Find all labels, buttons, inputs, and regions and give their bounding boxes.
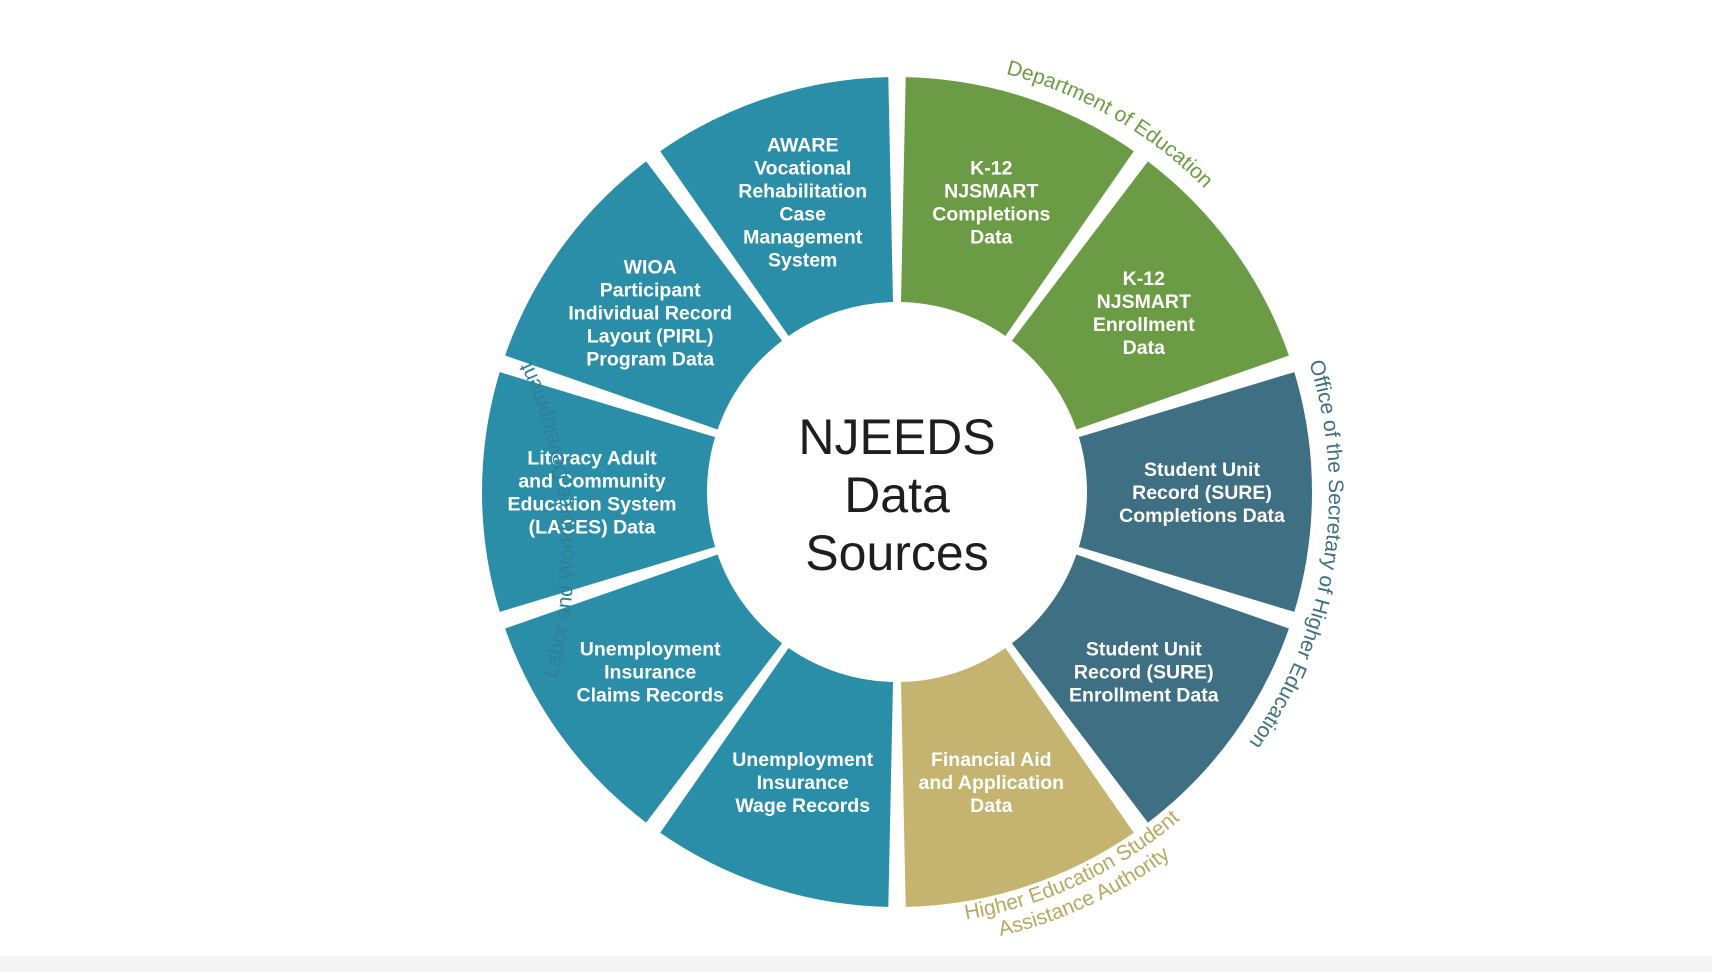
segment-laces-label-line-3: Education System <box>507 494 676 516</box>
segment-aware-label-line-1: AWARE <box>767 134 839 156</box>
segment-financial-aid-shape <box>901 648 1134 907</box>
segment-k12-enrollment-label-line-3: Enrollment <box>1093 314 1195 336</box>
segment-k12-enrollment-label-line-4: Data <box>1123 337 1165 359</box>
segment-ui-wage-label-line-2: Insurance <box>757 772 849 794</box>
segment-k12-completions-label-line-4: Data <box>970 226 1012 248</box>
segment-sure-enrollment-label-line-3: Enrollment Data <box>1069 684 1219 706</box>
segment-aware-label-line-5: Management <box>743 226 863 248</box>
segment-laces-shape <box>482 372 716 612</box>
segment-wioa-pirl-shape <box>505 161 783 430</box>
segment-ui-claims-label-line-2: Insurance <box>604 661 696 683</box>
segment-ui-wage-label-line-3: Wage Records <box>735 795 870 817</box>
segment-sure-enrollment-label-line-1: Student Unit <box>1086 638 1202 660</box>
center-title-line-2: Data <box>844 467 950 523</box>
segment-k12-enrollment-label-line-2: NJSMART <box>1097 291 1191 313</box>
segment-k12-completions-shape <box>901 77 1134 336</box>
segment-wioa-pirl-label-line-2: Participant <box>600 280 701 302</box>
segment-aware-label-line-3: Rehabilitation <box>738 180 867 202</box>
center-title-line-1: NJEEDS <box>798 409 995 465</box>
segment-k12-enrollment-label-line-1: K-12 <box>1123 268 1165 290</box>
segment-sure-completions-label-line-2: Record (SURE) <box>1132 482 1272 504</box>
segment-sure-completions-label-line-3: Completions Data <box>1119 505 1285 527</box>
segment-wioa-pirl-label-line-5: Program Data <box>586 349 714 371</box>
segment-financial-aid-label-line-3: Data <box>970 795 1012 817</box>
segment-ui-claims-label-line-1: Unemployment <box>580 638 721 660</box>
segment-aware-label-line-2: Vocational <box>754 157 851 179</box>
segment-sure-completions-label-line-1: Student Unit <box>1144 459 1260 481</box>
segment-laces-label-line-2: and Community <box>518 471 665 493</box>
segment-wioa-pirl-label-line-4: Layout (PIRL) <box>587 326 714 348</box>
segment-sure-enrollment-label-line-2: Record (SURE) <box>1074 661 1214 683</box>
segment-k12-completions-label-line-2: NJSMART <box>944 180 1038 202</box>
segment-aware-label-line-4: Case <box>779 203 826 225</box>
segment-laces-label-line-1: Literacy Adult <box>527 448 657 470</box>
segment-ui-claims-shape <box>505 554 783 823</box>
segment-laces-label-line-4: (LACES) Data <box>529 517 656 539</box>
segment-wioa-pirl-label-line-3: Individual Record <box>568 303 732 325</box>
segment-ui-wage-shape <box>660 648 893 907</box>
segment-financial-aid-label-line-2: and Application <box>919 772 1065 794</box>
segment-k12-completions-label-line-3: Completions <box>932 203 1050 225</box>
segment-wioa-pirl-label-line-1: WIOA <box>624 257 677 279</box>
segment-k12-enrollment-shape <box>1011 161 1289 430</box>
segment-k12-completions-label-line-1: K-12 <box>970 157 1012 179</box>
segment-ui-wage-label-line-1: Unemployment <box>732 749 873 771</box>
segment-aware: AWAREVocationalRehabilitationCaseManagem… <box>660 77 893 336</box>
segment-sure-completions-shape <box>1078 372 1312 612</box>
center-label: NJEEDS Data Sources <box>798 409 995 581</box>
center-title-line-3: Sources <box>805 525 988 581</box>
segment-financial-aid-label-line-1: Financial Aid <box>931 749 1052 771</box>
bottom-strip <box>0 956 1712 972</box>
segment-sure-enrollment-shape <box>1011 554 1289 823</box>
segment-aware-shape <box>660 77 893 336</box>
segment-ui-claims-label-line-3: Claims Records <box>576 684 724 706</box>
segment-aware-label-line-6: System <box>768 249 837 271</box>
